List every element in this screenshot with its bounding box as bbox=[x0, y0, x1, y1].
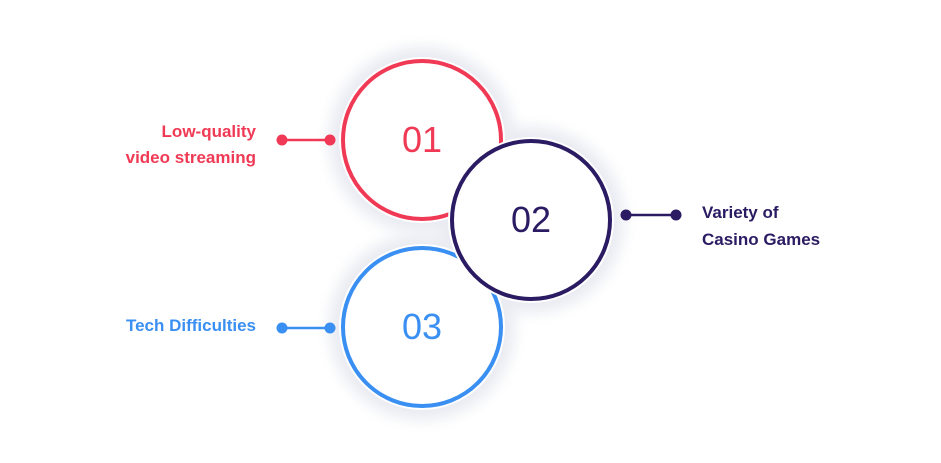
item-01: 01 Low-quality video streaming bbox=[126, 57, 505, 223]
item-03: 03 Tech Difficulties bbox=[126, 244, 505, 410]
number-01: 01 bbox=[402, 119, 442, 160]
connector-02-outer-dot bbox=[670, 209, 682, 221]
circle-03-fill bbox=[339, 244, 505, 410]
circle-02-fill bbox=[448, 137, 614, 303]
label-01-line2: video streaming bbox=[126, 148, 256, 167]
label-02-line1: Variety of bbox=[702, 203, 779, 222]
connector-01-inner-dot bbox=[324, 134, 336, 146]
number-02: 02 bbox=[511, 199, 551, 240]
connector-03-outer-dot bbox=[276, 322, 288, 334]
connector-02-inner-dot bbox=[620, 209, 632, 221]
label-01-line1: Low-quality bbox=[162, 122, 257, 141]
circle-03-ring bbox=[341, 246, 503, 408]
label-02-line2: Casino Games bbox=[702, 230, 820, 249]
connector-01-outer-dot bbox=[276, 134, 288, 146]
item-02: 02 Variety of Casino Games bbox=[448, 137, 820, 303]
circle-02-ring bbox=[450, 139, 612, 301]
connector-03-inner-dot bbox=[324, 322, 336, 334]
label-03: Tech Difficulties bbox=[126, 316, 256, 335]
circle-01-ring bbox=[341, 59, 503, 221]
number-03: 03 bbox=[402, 306, 442, 347]
